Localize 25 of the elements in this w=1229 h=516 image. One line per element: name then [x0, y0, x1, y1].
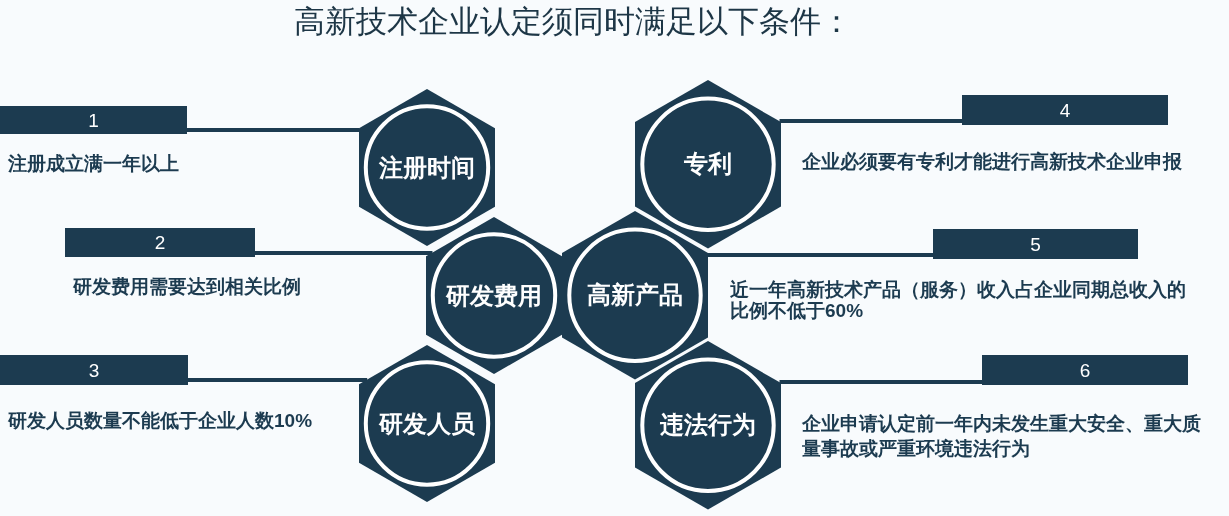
hexagon-badge: 高新产品 — [562, 210, 708, 380]
connector-line — [779, 119, 962, 123]
hexagon-badge: 研发费用 — [426, 217, 562, 375]
number-bar: 3 — [0, 355, 188, 385]
description-text: 企业必须要有专利才能进行高新技术企业申报 — [802, 151, 1182, 173]
hexagon-badge: 注册时间 — [359, 89, 495, 247]
number-bar: 6 — [982, 355, 1188, 385]
number-bar: 1 — [0, 106, 187, 134]
connector-line — [187, 128, 359, 132]
hexagon-badge: 专利 — [635, 79, 781, 249]
connector-line — [779, 380, 982, 384]
connector-line — [255, 251, 433, 255]
title: 高新技术企业认定须同时满足以下条件： — [294, 4, 852, 40]
description-text: 研发人员数量不能低于企业人数10% — [8, 410, 313, 432]
hexagon-badge: 违法行为 — [635, 340, 781, 510]
description-text: 企业申请认定前一年内未发生重大安全、重大质量事故或严重环境违法行为 — [802, 412, 1202, 461]
number-bar: 4 — [962, 95, 1168, 125]
hexagon-badge: 研发人员 — [359, 345, 495, 503]
number-bar: 2 — [65, 228, 255, 257]
connector-line — [708, 253, 933, 257]
description-text: 研发费用需要达到相关比例 — [73, 276, 301, 298]
connector-line — [188, 378, 368, 382]
number-bar: 5 — [933, 229, 1138, 259]
description-text: 近一年高新技术产品（服务）收入占企业同期总收入的比例不低于60% — [730, 279, 1187, 321]
description-text: 注册成立满一年以上 — [8, 153, 179, 175]
